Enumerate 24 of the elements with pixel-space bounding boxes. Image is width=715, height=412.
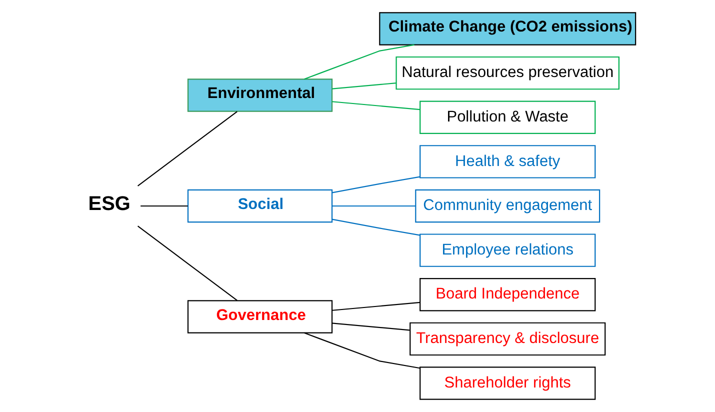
- node-box: Transparency & disclosure: [410, 322, 606, 356]
- connector: [332, 302, 420, 311]
- connector: [332, 82, 396, 90]
- connector: [137, 226, 238, 301]
- node-box: Social: [187, 189, 333, 223]
- node-box: Employee relations: [420, 234, 596, 267]
- node-box: Community engagement: [415, 189, 600, 223]
- connector: [332, 176, 420, 194]
- node-box: Environmental: [187, 78, 333, 112]
- node-box: Shareholder rights: [420, 366, 596, 400]
- connector: [304, 332, 420, 369]
- node-box: Climate Change (CO2 emissions): [379, 12, 636, 46]
- connector: [332, 218, 420, 236]
- connector: [140, 205, 188, 207]
- node-box: Pollution & Waste: [420, 100, 596, 134]
- node-box: Health & safety: [420, 145, 596, 178]
- connector: [332, 322, 410, 331]
- node-box: Governance: [187, 300, 333, 334]
- connector: [332, 101, 420, 110]
- connector: [332, 205, 416, 207]
- node-text: ESG: [88, 192, 130, 215]
- node-box: Board Independence: [420, 278, 596, 312]
- connector: [137, 111, 238, 186]
- node-box: Natural resources preservation: [396, 56, 620, 90]
